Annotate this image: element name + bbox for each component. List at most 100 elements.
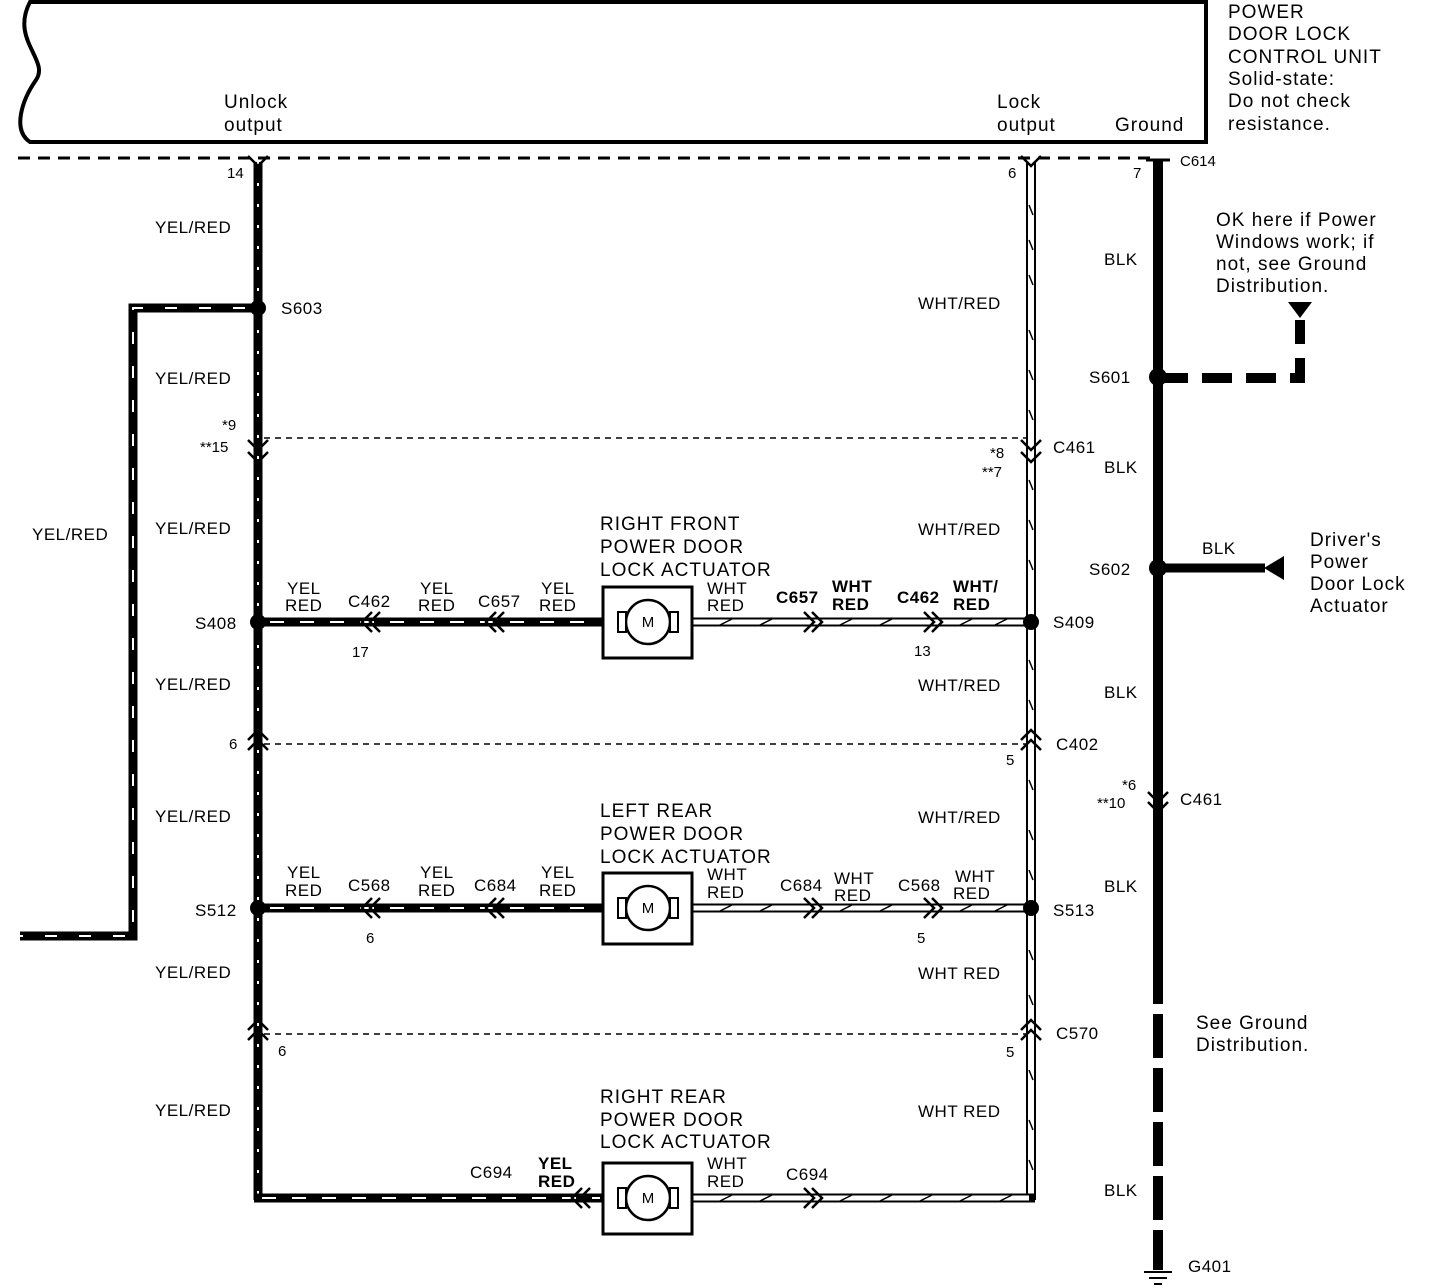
drivers-actuator-note-4: Actuator <box>1310 596 1389 617</box>
s602-dot <box>1149 559 1167 577</box>
wire-label-yel-red: YEL/RED <box>155 963 231 982</box>
c461-label: C461 <box>1053 438 1096 457</box>
s513-label: S513 <box>1053 901 1095 920</box>
c570-label: C570 <box>1056 1024 1099 1043</box>
wht: WHT <box>832 577 872 596</box>
actuator-right-front: M <box>601 585 694 660</box>
red: RED <box>418 881 455 900</box>
unlock-circuit <box>20 162 604 1203</box>
rf-row-labels: YEL RED YEL RED YEL RED WHT RED WHT RED … <box>285 577 998 661</box>
c461-pin-a: *9 <box>222 417 236 434</box>
ground-symbol <box>1144 1271 1172 1285</box>
lr-title-3: LOCK ACTUATOR <box>600 847 772 868</box>
control-unit-title-2: DOOR LOCK <box>1228 24 1351 45</box>
ground-circuit <box>1144 158 1312 1285</box>
wire-label-yel-red: YEL/RED <box>155 1101 231 1120</box>
wire-label-blk: BLK <box>1104 683 1138 702</box>
red: RED <box>418 596 455 615</box>
yel: YEL <box>541 579 575 598</box>
motor-label: M <box>642 614 655 631</box>
red: RED <box>953 595 990 614</box>
wire-label-wht-red: WHT/RED <box>918 808 1001 827</box>
power-windows-note-4: Distribution. <box>1216 276 1329 297</box>
yel-red-branch <box>20 303 258 941</box>
s603-dot <box>250 300 266 316</box>
c461-gnd-pin-b: **10 <box>1097 795 1125 812</box>
c402-label: C402 <box>1056 735 1099 754</box>
c694-label: C694 <box>786 1165 829 1184</box>
red: RED <box>707 883 744 902</box>
c657-label: C657 <box>478 592 521 611</box>
connector-boundaries <box>18 156 1150 1035</box>
splice-labels: S603 S408 S409 S512 S513 S601 S602 <box>195 299 1130 920</box>
control-unit-title-3: CONTROL UNIT <box>1228 47 1382 68</box>
unlock-output-label-1: Unlock <box>224 92 288 113</box>
wire-label-yel-red: YEL/RED <box>155 519 231 538</box>
rr-title-3: LOCK ACTUATOR <box>600 1132 772 1153</box>
rf-title-3: LOCK ACTUATOR <box>600 560 772 581</box>
wht: WHT <box>707 1154 747 1173</box>
red: RED <box>832 595 869 614</box>
lock-output-label-2: output <box>997 115 1056 136</box>
yel: YEL <box>541 863 575 882</box>
lock-wire-labels: WHT/RED WHT/RED WHT/RED WHT/RED WHT RED … <box>918 294 1001 1121</box>
c568-pin: 6 <box>366 930 374 947</box>
c461-pin-c: *8 <box>990 445 1004 462</box>
red: RED <box>953 884 990 903</box>
yel: YEL <box>420 579 454 598</box>
power-windows-note-3: not, see Ground <box>1216 254 1367 275</box>
wire-label-blk-drivers: BLK <box>1202 539 1236 558</box>
see-ground-note-2: Distribution. <box>1196 1035 1309 1056</box>
c462-label: C462 <box>897 588 940 607</box>
control-unit: POWER DOOR LOCK CONTROL UNIT Solid-state… <box>18 0 1382 144</box>
control-unit-title-1: POWER <box>1228 2 1305 23</box>
blk-power-window-branch <box>1158 320 1305 383</box>
power-windows-note-1: OK here if Power <box>1216 210 1377 231</box>
s603-label: S603 <box>281 299 323 318</box>
actuator-left-rear: M <box>601 871 694 946</box>
wire-label-yel-red-branch: YEL/RED <box>32 525 108 544</box>
power-windows-note-2: Windows work; if <box>1216 232 1375 253</box>
wht: WHT <box>955 867 995 886</box>
s409-dot <box>1023 614 1039 630</box>
control-unit-note-3: resistance. <box>1228 114 1331 135</box>
wire-label-wht-red-b: WHT RED <box>918 964 1001 983</box>
red: RED <box>834 886 871 905</box>
red: RED <box>539 881 576 900</box>
s512-label: S512 <box>195 901 237 920</box>
trunk-connector-labels: C614 14 6 7 *9 **15 *8 **7 C461 *6 **10 … <box>200 153 1231 1276</box>
s409-label: S409 <box>1053 613 1095 632</box>
yel: YEL <box>420 863 454 882</box>
c694-label: C694 <box>470 1163 513 1182</box>
drivers-actuator-note-3: Door Lock <box>1310 574 1406 595</box>
red: RED <box>539 596 576 615</box>
wire-label-yel-red: YEL/RED <box>155 807 231 826</box>
ground-label: Ground <box>1115 115 1184 136</box>
drivers-actuator-note-2: Power <box>1310 552 1369 573</box>
wht-slash: WHT/ <box>953 577 998 596</box>
c462-pin: 13 <box>914 643 931 660</box>
s408-dot <box>250 614 266 630</box>
c462-label: C462 <box>348 592 391 611</box>
c614-pin-unlock: 14 <box>227 165 244 182</box>
wire-label-wht-red: WHT/RED <box>918 294 1001 313</box>
power-window-arrow <box>1288 302 1312 318</box>
drivers-actuator-arrow <box>1264 556 1284 580</box>
wht-red-slashes <box>719 204 1034 1202</box>
c570-pin-right: 5 <box>1006 1044 1014 1061</box>
c462-pin: 17 <box>352 644 369 661</box>
c657-label: C657 <box>776 588 819 607</box>
see-ground-note-1: See Ground <box>1196 1013 1308 1034</box>
yel: YEL <box>287 579 321 598</box>
wire-label-wht-red: WHT/RED <box>918 520 1001 539</box>
wire-label-blk: BLK <box>1104 458 1138 477</box>
yel: YEL <box>287 863 321 882</box>
wire-label-blk: BLK <box>1104 250 1138 269</box>
rf-title-2: POWER DOOR <box>600 537 744 558</box>
ground-wire-labels: BLK BLK BLK BLK BLK BLK <box>1104 250 1236 1200</box>
lock-output-label-1: Lock <box>997 92 1041 113</box>
wire-label-wht-red-b: WHT RED <box>918 1102 1001 1121</box>
c614-lock-chevron <box>1020 155 1042 168</box>
c568-label: C568 <box>898 876 941 895</box>
